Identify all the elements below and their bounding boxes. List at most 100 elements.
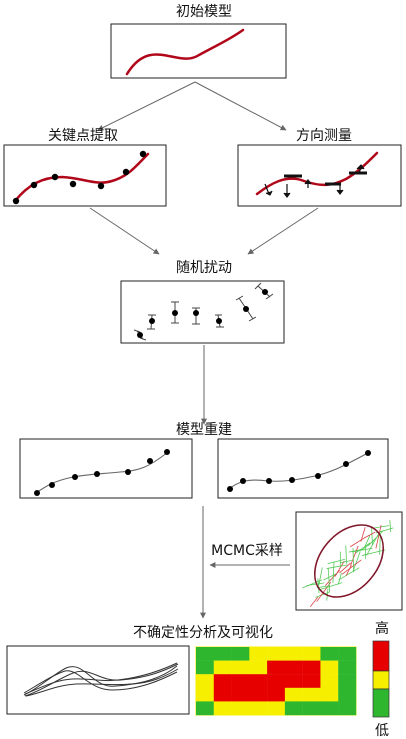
heatmap-cell bbox=[249, 647, 268, 661]
mcmc-sample-line bbox=[338, 567, 360, 581]
heatmap-cell bbox=[338, 701, 357, 716]
legend-middle-swatch bbox=[372, 670, 390, 690]
direction-arrow-marker bbox=[356, 164, 365, 175]
legend-low-label: 低 bbox=[375, 723, 389, 739]
reconstruction-point bbox=[94, 471, 100, 477]
heatmap-cell bbox=[302, 701, 321, 716]
heatmap-cell bbox=[196, 701, 214, 716]
uncertainty-overlay-curves bbox=[23, 662, 179, 697]
mcmc-sample-line bbox=[351, 547, 373, 553]
uncertainty-curve-sample bbox=[24, 662, 178, 695]
heatmap-cell bbox=[196, 647, 214, 661]
heatmap-cell bbox=[249, 674, 268, 688]
heatmap-cell bbox=[284, 701, 303, 716]
heatmap-cell bbox=[338, 687, 357, 702]
direction-markers bbox=[264, 164, 367, 198]
perturbed-point bbox=[262, 289, 268, 295]
heatmap-cell bbox=[213, 660, 232, 675]
heatmap-cell bbox=[338, 660, 357, 675]
mcmc-sample-line bbox=[334, 560, 345, 577]
perturbed-points bbox=[137, 289, 268, 338]
mcmc-sample-line bbox=[341, 559, 362, 575]
heatmap-cell bbox=[302, 687, 321, 702]
mcmc-sample-line bbox=[375, 525, 382, 549]
initial-model-title: 初始模型 bbox=[176, 3, 232, 20]
model-reconstruction-right-panel bbox=[217, 438, 389, 499]
perturbed-point bbox=[243, 306, 249, 312]
heatmap-cell bbox=[267, 674, 286, 688]
mcmc-sample-line bbox=[337, 572, 342, 585]
heatmap-cell bbox=[249, 701, 268, 716]
mcmc-sample-line bbox=[379, 533, 381, 555]
mcmc-sample-line bbox=[318, 567, 323, 586]
model-reconstruction-left-panel bbox=[19, 438, 193, 499]
arrow-initial-to-keypoints bbox=[97, 81, 196, 131]
reconstruction-point bbox=[240, 478, 246, 484]
mcmc-sample-line bbox=[339, 562, 351, 574]
mcmc-sample-line bbox=[389, 520, 392, 533]
heatmap-cell bbox=[213, 701, 232, 716]
heatmap-cell bbox=[284, 674, 303, 688]
mcmc-sampling-label: MCMC采样 bbox=[211, 543, 283, 559]
heatmap-cell bbox=[196, 674, 214, 688]
mcmc-sample-lines bbox=[302, 520, 394, 607]
heatmap-cell bbox=[338, 674, 357, 688]
reconstruction-left-points bbox=[34, 449, 170, 496]
legend-high-swatch bbox=[372, 640, 390, 672]
model-reconstruction-title: 模型重建 bbox=[176, 422, 232, 438]
uncertainty-curve-sample bbox=[23, 670, 178, 694]
heatmap-cell bbox=[231, 701, 250, 716]
perturbed-point bbox=[149, 318, 155, 324]
heatmap-cell bbox=[231, 674, 250, 688]
mcmc-sample-line bbox=[345, 545, 347, 564]
keypoint-marker bbox=[139, 150, 147, 158]
arrow-keypoints-to-perturbation bbox=[89, 207, 160, 255]
keypoint-extraction-panel bbox=[3, 144, 167, 207]
reconstruction-point bbox=[164, 449, 170, 455]
uncertainty-curve-sample bbox=[23, 665, 178, 696]
mcmc-sample-line bbox=[363, 535, 371, 550]
heatmap-cell bbox=[302, 674, 321, 688]
heatmap-cell bbox=[267, 687, 286, 702]
direction-arrow-marker bbox=[336, 184, 344, 195]
keypoint-marker bbox=[97, 182, 105, 190]
heatmap-cell bbox=[284, 687, 303, 702]
uncertainty-heatmap bbox=[196, 647, 357, 716]
reconstruction-point bbox=[72, 474, 78, 480]
reconstruction-point bbox=[227, 486, 233, 492]
mcmc-sample-line bbox=[360, 527, 366, 542]
perturbed-point bbox=[137, 332, 143, 338]
keypoint-set bbox=[12, 150, 147, 205]
heatmap-cell bbox=[338, 647, 357, 661]
mcmc-sample-line bbox=[350, 545, 359, 566]
mcmc-sample-line bbox=[367, 530, 384, 546]
heatmap-cell bbox=[196, 687, 214, 702]
heatmap-cell bbox=[249, 687, 268, 702]
heatmap-cell bbox=[320, 674, 339, 688]
reconstruction-point bbox=[266, 478, 272, 484]
mcmc-sample-line bbox=[323, 573, 337, 581]
arrow-initial-to-direction bbox=[194, 81, 287, 131]
arrow-direction-to-perturbation bbox=[247, 207, 319, 255]
mcmc-sample-line bbox=[326, 564, 348, 569]
mcmc-sample-line bbox=[332, 561, 335, 583]
heatmap-cell bbox=[231, 660, 250, 675]
reconstruction-point bbox=[365, 450, 371, 456]
heatmap-cell bbox=[267, 701, 286, 716]
heatmap-cell bbox=[320, 660, 339, 675]
mcmc-sample-line bbox=[374, 525, 390, 529]
reconstruction-point bbox=[343, 461, 349, 467]
initial-model-curve bbox=[125, 28, 245, 76]
heatmap-cell bbox=[284, 647, 303, 661]
mcmc-sample-line bbox=[327, 558, 346, 565]
direction-arrow-marker bbox=[283, 184, 291, 198]
mcmc-confidence-ellipse bbox=[313, 524, 385, 598]
uncertainty-curve-sample bbox=[24, 663, 179, 697]
mcmc-sample-line bbox=[352, 551, 361, 572]
heatmap-cell bbox=[213, 647, 232, 661]
keypoint-extraction-title: 关键点提取 bbox=[48, 128, 118, 144]
heatmap-cell bbox=[213, 674, 232, 688]
mcmc-sample-line bbox=[339, 559, 352, 564]
mcmc-sample-line bbox=[309, 597, 319, 607]
